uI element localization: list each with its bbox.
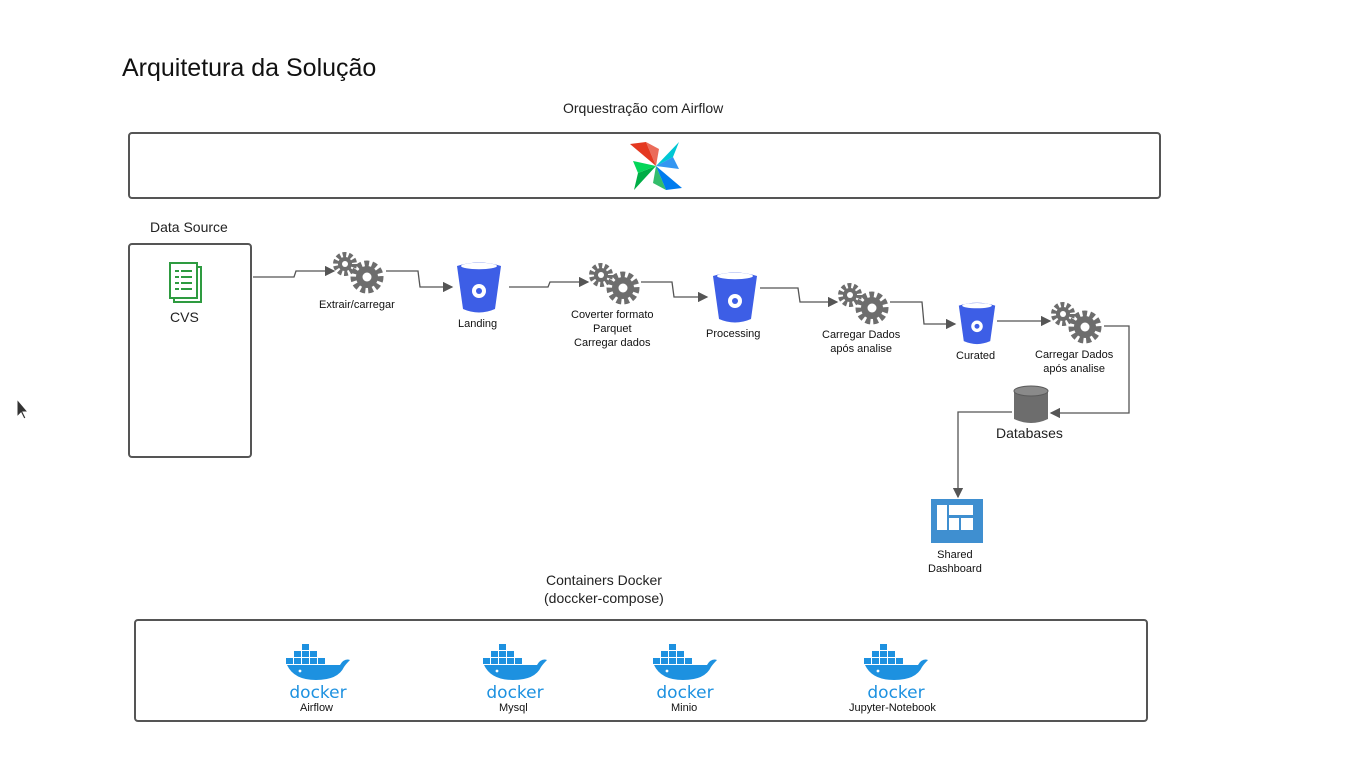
extract-label: Extrair/carregar [319, 299, 395, 311]
processing-label: Processing [706, 328, 761, 340]
dashboard-icon [931, 499, 983, 543]
docker-subtitle: (doccker-compose) [544, 590, 664, 606]
convert-label-line1: Coverter formato [571, 309, 654, 321]
load1-label-line1: Carregar Dados [822, 329, 901, 341]
bucket-icon-landing [457, 262, 501, 313]
docker-whale-icon [286, 644, 350, 680]
data-source-title: Data Source [150, 219, 228, 235]
dashboard-label: Shared Dashboard [928, 548, 982, 576]
gear-icon-extract [333, 252, 384, 294]
curated-label: Curated [956, 350, 996, 362]
docker-whale-icon [483, 644, 547, 680]
load2-label-line1: Carregar Dados [1035, 349, 1114, 361]
convert-label: Coverter formato Parquet Carregar dados [571, 308, 654, 350]
convert-label-line3: Carregar dados [574, 337, 651, 349]
dashboard-label-line2: Dashboard [928, 563, 982, 575]
docker-title: Containers Docker [546, 572, 662, 588]
docker-wordmark: docker [656, 683, 714, 703]
container-label-jupyter: Jupyter-Notebook [849, 702, 936, 714]
document-icon [169, 262, 202, 303]
load2-label: Carregar Dados após analise [1035, 348, 1113, 376]
bucket-icon-processing [713, 272, 757, 323]
docker-container-minio: docker [653, 644, 717, 703]
docker-wordmark: docker [867, 683, 925, 703]
load1-label: Carregar Dados após analise [822, 328, 900, 356]
cvs-label: CVS [170, 309, 199, 325]
docker-container-jupyter: docker [864, 644, 928, 703]
convert-label-line2: Parquet [593, 323, 632, 335]
container-label-minio: Minio [671, 702, 698, 714]
mouse-cursor-icon [16, 398, 30, 420]
load1-label-line2: após analise [830, 343, 893, 355]
docker-container-mysql: docker [483, 644, 547, 703]
container-label-airflow: Airflow [300, 702, 334, 714]
landing-label: Landing [458, 318, 498, 330]
databases-label: Databases [996, 425, 1063, 441]
gear-icon-load1 [838, 283, 889, 325]
docker-whale-icon [653, 644, 717, 680]
bucket-icon-curated [958, 302, 996, 345]
container-label-mysql: Mysql [499, 702, 528, 714]
docker-container-airflow: docker [286, 644, 350, 703]
docker-wordmark: docker [486, 683, 544, 703]
docker-wordmark: docker [289, 683, 347, 703]
docker-whale-icon [864, 644, 928, 680]
dashboard-label-line1: Shared [937, 549, 973, 561]
load2-label-line2: após analise [1043, 363, 1106, 375]
database-icon [1013, 385, 1049, 423]
page-title: Arquitetura da Solução [122, 54, 377, 82]
gear-icon-load2 [1051, 302, 1102, 344]
gear-icon-convert [589, 263, 640, 305]
airflow-label: Orquestração com Airflow [563, 100, 724, 116]
airflow-pinwheel-icon [630, 142, 682, 190]
